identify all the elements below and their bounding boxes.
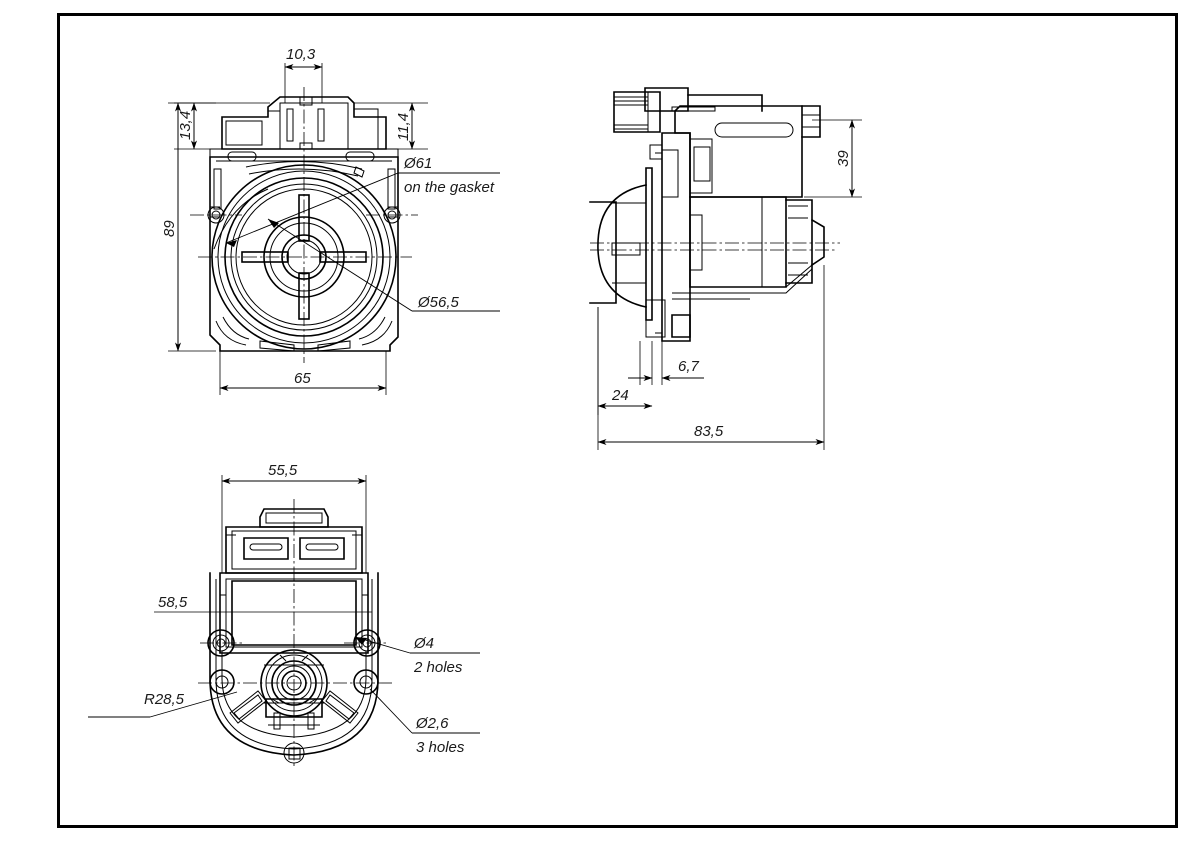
dim-10-3: 10,3 xyxy=(284,46,323,103)
callout-label-dia56-5: Ø56,5 xyxy=(417,294,460,311)
callout-label-dia4: Ø4 xyxy=(413,635,434,652)
side-connector-block xyxy=(613,87,763,133)
dim-65: 65 xyxy=(219,351,387,395)
dim-11-4: 11,4 xyxy=(354,102,428,150)
side-motor-body xyxy=(649,105,821,198)
dim-89: 89 xyxy=(161,102,216,352)
dim-label-6-7: 6,7 xyxy=(678,358,700,375)
callout-note-2-holes: 2 holes xyxy=(413,659,463,676)
callout-dia61: Ø61 on the gasket xyxy=(225,155,500,247)
callout-dia2-6: Ø2,6 3 holes xyxy=(369,688,480,756)
dim-39: 39 xyxy=(804,119,862,198)
front-view: 10,3 13,4 11,4 89 65 xyxy=(161,46,500,395)
side-motor-can xyxy=(672,196,825,300)
dim-label-65: 65 xyxy=(294,370,311,387)
front-connector-outline xyxy=(221,96,387,150)
callout-label-dia2-6: Ø2,6 xyxy=(415,715,449,732)
bottom-centerlines xyxy=(198,499,392,767)
dim-83-5: 83,5 xyxy=(597,265,825,450)
dim-label-10-3: 10,3 xyxy=(286,46,316,63)
callout-dia4: Ø4 2 holes xyxy=(354,635,480,676)
dim-label-58-5: 58,5 xyxy=(158,594,188,611)
bottom-motor-rect xyxy=(219,572,369,654)
side-flange-plate xyxy=(645,132,691,342)
callout-note-3-holes: 3 holes xyxy=(416,739,465,756)
dim-label-89: 89 xyxy=(161,220,178,237)
dim-label-83-5: 83,5 xyxy=(694,423,724,440)
callout-note-gasket: on the gasket xyxy=(404,179,495,196)
dim-55-5: 55,5 xyxy=(221,462,367,573)
front-centerlines xyxy=(190,87,418,363)
dim-58-5: 58,5 xyxy=(154,594,372,613)
dim-label-13-4: 13,4 xyxy=(177,111,194,140)
dim-label-11-4: 11,4 xyxy=(395,113,412,141)
side-centerlines xyxy=(590,242,840,251)
dim-label-24: 24 xyxy=(611,387,629,404)
callout-dia56-5: Ø56,5 xyxy=(267,218,500,312)
callout-label-dia61: Ø61 xyxy=(403,155,432,172)
side-view: 39 6,7 24 83,5 xyxy=(589,87,862,450)
callout-r28-5: R28,5 xyxy=(88,691,238,718)
dim-label-39: 39 xyxy=(835,150,852,167)
side-pump-volute xyxy=(589,184,647,308)
dim-6-7: 6,7 xyxy=(628,341,704,385)
bottom-view: 55,5 58,5 R28,5 Ø4 2 holes Ø2,6 3 holes xyxy=(88,462,480,767)
dim-24: 24 xyxy=(597,307,653,415)
dim-label-55-5: 55,5 xyxy=(268,462,298,479)
callout-label-r28-5: R28,5 xyxy=(144,691,185,708)
